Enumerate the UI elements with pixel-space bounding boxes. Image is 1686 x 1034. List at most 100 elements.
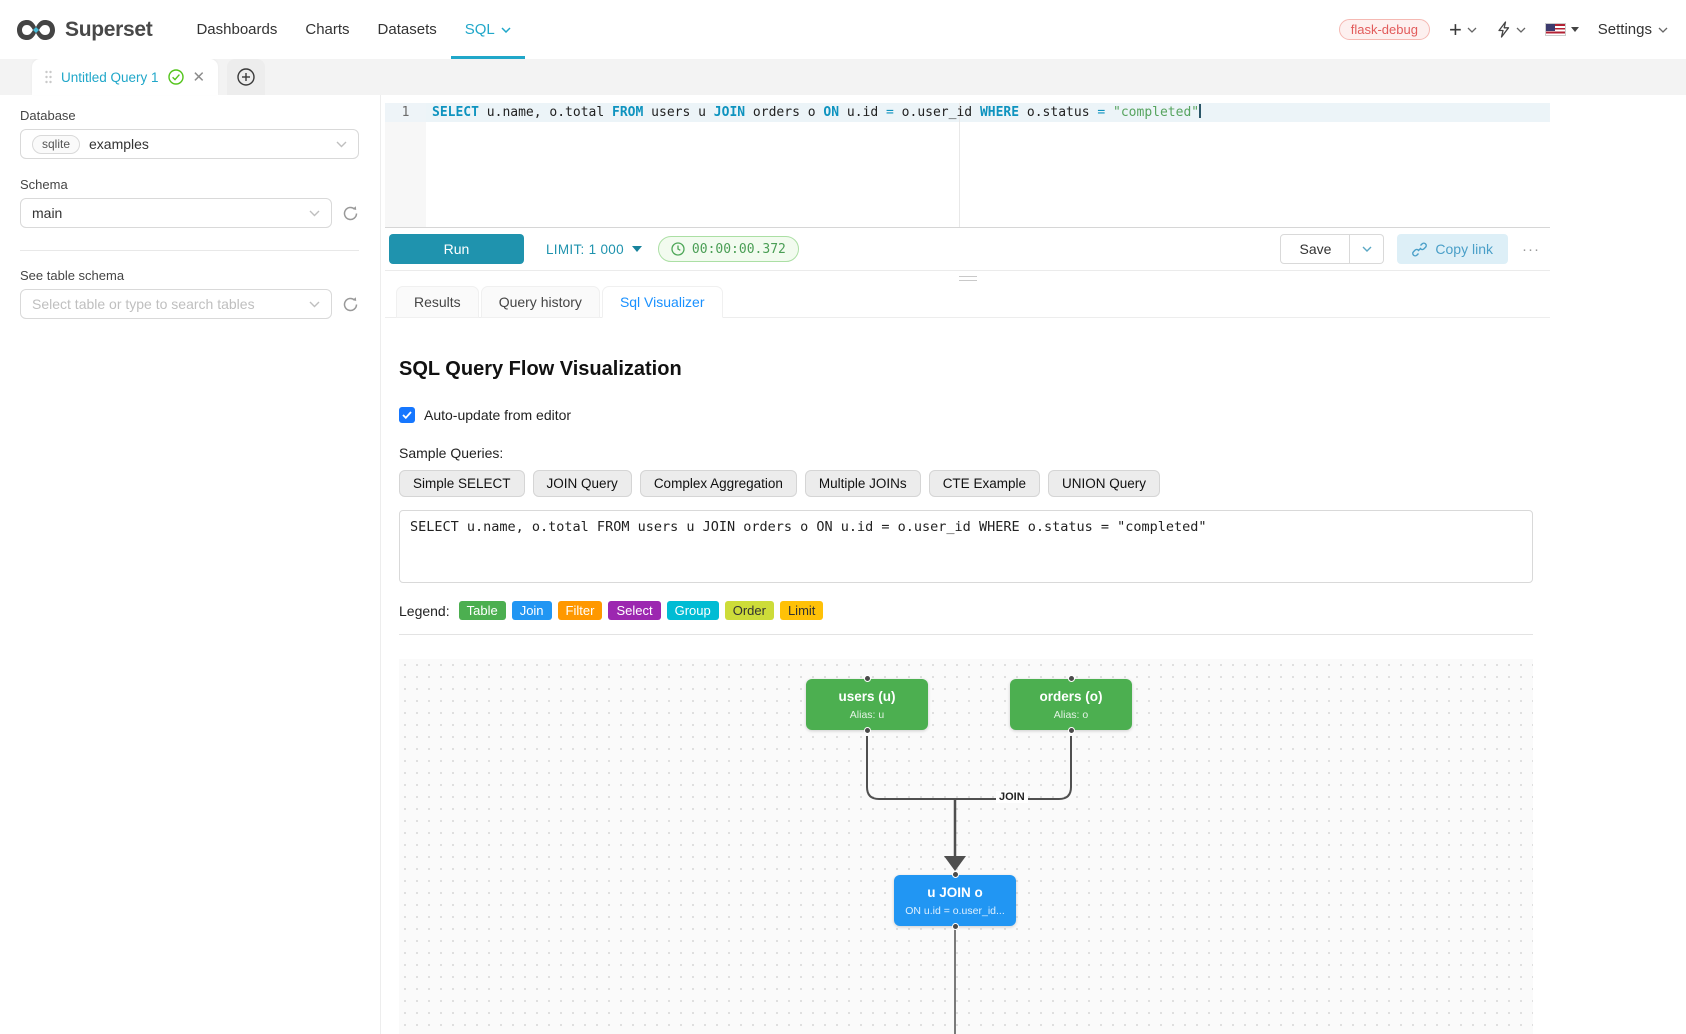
auto-update-label: Auto-update from editor: [424, 407, 572, 423]
language-picker[interactable]: [1544, 23, 1579, 36]
query-timer: 00:00:00.372: [657, 236, 799, 262]
drag-dots-icon[interactable]: [45, 70, 52, 84]
result-tabs: Results Query history Sql Visualizer: [385, 286, 1550, 318]
flow-node-join[interactable]: u JOIN o ON u.id = o.user_id...: [894, 871, 1016, 930]
tab-results[interactable]: Results: [396, 286, 479, 318]
chevron-down-icon: [309, 210, 320, 216]
schema-value: main: [32, 205, 63, 221]
settings-menu[interactable]: Settings: [1598, 21, 1668, 38]
save-dropdown-button[interactable]: [1350, 234, 1385, 264]
node-title: orders (o): [1039, 689, 1103, 704]
refresh-icon[interactable]: [342, 296, 359, 313]
sample-multiple-joins[interactable]: Multiple JOINs: [804, 470, 921, 497]
print-margin-line: [959, 103, 960, 227]
nav-datasets[interactable]: Datasets: [377, 21, 437, 38]
refresh-icon[interactable]: [342, 205, 359, 222]
run-button[interactable]: Run: [389, 234, 524, 264]
navbar-right: flask-debug + Settings: [1338, 18, 1668, 41]
auto-update-checkbox-row[interactable]: Auto-update from editor: [399, 407, 1533, 423]
check-icon: [402, 411, 412, 419]
node-handle[interactable]: [951, 923, 959, 930]
limit-label: LIMIT:: [546, 241, 585, 257]
sample-cte-example[interactable]: CTE Example: [928, 470, 1040, 497]
tab-query-history[interactable]: Query history: [480, 286, 600, 318]
us-flag-icon: [1544, 23, 1566, 36]
legend-table-badge: Table: [458, 601, 506, 620]
nav-sql[interactable]: SQL: [450, 0, 525, 59]
south-pane-resizer[interactable]: [385, 271, 1550, 286]
sample-queries-label: Sample Queries:: [399, 445, 504, 461]
node-handle[interactable]: [951, 871, 959, 878]
legend-limit-badge: Limit: [779, 601, 824, 620]
copy-link-button[interactable]: Copy link: [1397, 234, 1508, 264]
sample-join-query[interactable]: JOIN Query: [532, 470, 632, 497]
chevron-down-icon: [336, 141, 347, 147]
node-title: users (u): [838, 689, 896, 704]
arrowhead-icon: [944, 856, 966, 871]
sample-union-query[interactable]: UNION Query: [1047, 470, 1160, 497]
flow-node-orders[interactable]: orders (o) Alias: o: [1010, 675, 1132, 734]
nav-dashboards[interactable]: Dashboards: [196, 21, 278, 38]
node-handle[interactable]: [1067, 675, 1075, 682]
lightning-menu[interactable]: [1496, 21, 1526, 38]
node-subtitle: ON u.id = o.user_id...: [905, 905, 1005, 917]
panel-title: SQL Query Flow Visualization: [399, 358, 682, 380]
settings-label: Settings: [1597, 21, 1652, 38]
chevron-down-icon: [1467, 27, 1477, 33]
editor-code-area[interactable]: SELECT u.name, o.total FROM users u JOIN…: [426, 103, 1550, 227]
sample-simple-select[interactable]: Simple SELECT: [399, 470, 525, 497]
database-select[interactable]: sqlite examples: [20, 129, 359, 159]
node-subtitle: Alias: u: [849, 709, 885, 721]
node-handle[interactable]: [863, 727, 871, 734]
sidebar-divider: [20, 250, 359, 251]
limit-dropdown[interactable]: LIMIT: 1 000: [546, 242, 642, 257]
timer-value: 00:00:00.372: [691, 241, 786, 257]
close-tab-icon[interactable]: ✕: [192, 68, 206, 86]
clock-icon: [671, 242, 685, 256]
query-tab-active[interactable]: Untitled Query 1 ✕: [32, 59, 219, 95]
sample-complex-aggregation[interactable]: Complex Aggregation: [639, 470, 797, 497]
navbar: Superset Dashboards Charts Datasets SQL …: [0, 0, 1686, 59]
legend-join-badge: Join: [511, 601, 552, 620]
sqllab-main: 1 SELECT u.name, o.total FROM users u JO…: [381, 95, 1686, 1034]
sample-query-buttons: Simple SELECT JOIN Query Complex Aggrega…: [399, 470, 1533, 497]
join-edge-label: JOIN: [996, 791, 1028, 803]
flow-canvas[interactable]: users (u) Alias: u orders (o) Alias: o J…: [399, 659, 1533, 1034]
database-label: Database: [20, 108, 76, 123]
flow-edges: [866, 736, 1072, 1034]
tab-sql-visualizer[interactable]: Sql Visualizer: [601, 286, 723, 318]
query-tab-title: Untitled Query 1: [61, 69, 159, 85]
lightning-icon: [1498, 21, 1509, 38]
chevron-down-icon: [501, 26, 511, 33]
node-handle[interactable]: [863, 675, 871, 682]
node-handle[interactable]: [1067, 727, 1075, 734]
schema-select[interactable]: main: [20, 198, 332, 228]
table-select[interactable]: Select table or type to search tables: [20, 289, 332, 319]
sqllab-sidebar: Database sqlite examples Schema main See…: [0, 95, 381, 1034]
plus-circle-icon: [237, 68, 255, 86]
flow-node-users[interactable]: users (u) Alias: u: [806, 675, 928, 734]
chevron-down-icon: [309, 301, 320, 307]
checkbox-checked[interactable]: [399, 407, 415, 423]
caret-down-icon: [1570, 27, 1579, 32]
save-button[interactable]: Save: [1280, 234, 1351, 264]
node-subtitle: Alias: o: [1053, 709, 1089, 721]
table-schema-label: See table schema: [20, 268, 125, 283]
schema-label: Schema: [20, 177, 68, 192]
nav-charts[interactable]: Charts: [305, 21, 350, 38]
sql-visualizer-panel: SQL Query Flow Visualization Auto-update…: [385, 318, 1550, 1034]
more-options-button[interactable]: ···: [1522, 240, 1540, 258]
legend: Legend: Table Join Filter Select Group O…: [399, 601, 1533, 620]
database-value: examples: [89, 136, 149, 152]
sql-code-line[interactable]: SELECT u.name, o.total FROM users u JOIN…: [432, 104, 1202, 120]
new-query-tab-button[interactable]: [227, 59, 266, 95]
query-tabstrip: Untitled Query 1 ✕: [0, 59, 1686, 95]
legend-label: Legend:: [399, 602, 450, 619]
query-textarea[interactable]: SELECT u.name, o.total FROM users u JOIN…: [399, 510, 1533, 583]
sql-editor[interactable]: 1 SELECT u.name, o.total FROM users u JO…: [385, 103, 1550, 228]
active-line-highlight: [426, 103, 1550, 122]
new-item-menu[interactable]: +: [1449, 18, 1477, 41]
drag-handle-icon[interactable]: [958, 276, 977, 281]
legend-select-badge: Select: [608, 601, 661, 620]
superset-logo[interactable]: Superset: [16, 17, 153, 43]
